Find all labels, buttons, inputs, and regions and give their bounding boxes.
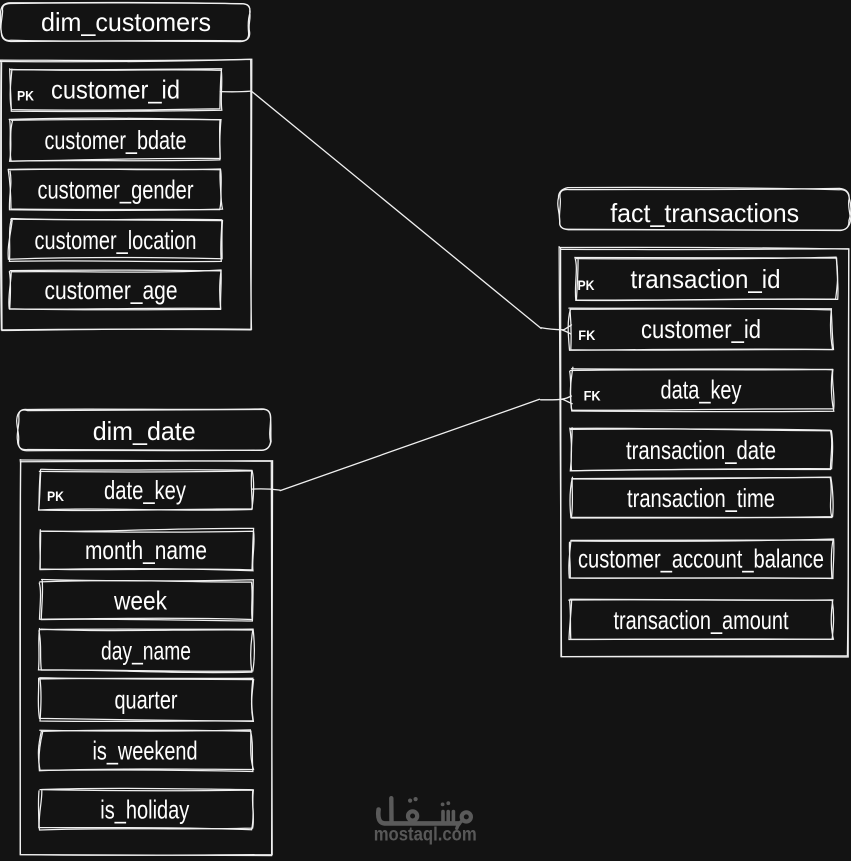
svg-text:data_key: data_key bbox=[661, 374, 742, 404]
svg-text:customer_location: customer_location bbox=[35, 225, 197, 255]
svg-text:transaction_amount: transaction_amount bbox=[614, 605, 790, 635]
svg-text:customer_account_balance: customer_account_balance bbox=[578, 544, 824, 574]
svg-text:date_key: date_key bbox=[104, 475, 186, 505]
svg-text:transaction_time: transaction_time bbox=[627, 483, 775, 513]
svg-text:day_name: day_name bbox=[101, 636, 191, 666]
svg-text:customer_id: customer_id bbox=[51, 74, 180, 104]
svg-text:is_holiday: is_holiday bbox=[100, 794, 189, 824]
svg-text:customer_id: customer_id bbox=[641, 314, 761, 344]
svg-text:PK: PK bbox=[17, 88, 34, 104]
svg-text:quarter: quarter bbox=[115, 684, 178, 714]
svg-text:customer_gender: customer_gender bbox=[38, 174, 194, 204]
svg-text:PK: PK bbox=[578, 277, 595, 293]
svg-text:dim_date: dim_date bbox=[93, 416, 196, 446]
svg-text:mostaql.com: mostaql.com bbox=[374, 824, 477, 846]
svg-text:transaction_id: transaction_id bbox=[631, 264, 781, 294]
svg-text:month_name: month_name bbox=[85, 535, 207, 565]
svg-text:is_weekend: is_weekend bbox=[93, 736, 198, 766]
svg-text:dim_customers: dim_customers bbox=[41, 7, 211, 37]
svg-text:customer_age: customer_age bbox=[45, 275, 178, 305]
svg-text:fact_transactions: fact_transactions bbox=[610, 198, 799, 228]
svg-text:transaction_date: transaction_date bbox=[626, 435, 776, 465]
svg-text:FK: FK bbox=[578, 327, 595, 343]
svg-text:customer_bdate: customer_bdate bbox=[45, 125, 187, 155]
svg-text:FK: FK bbox=[584, 388, 601, 404]
svg-text:week: week bbox=[113, 585, 168, 615]
svg-text:PK: PK bbox=[47, 488, 64, 504]
